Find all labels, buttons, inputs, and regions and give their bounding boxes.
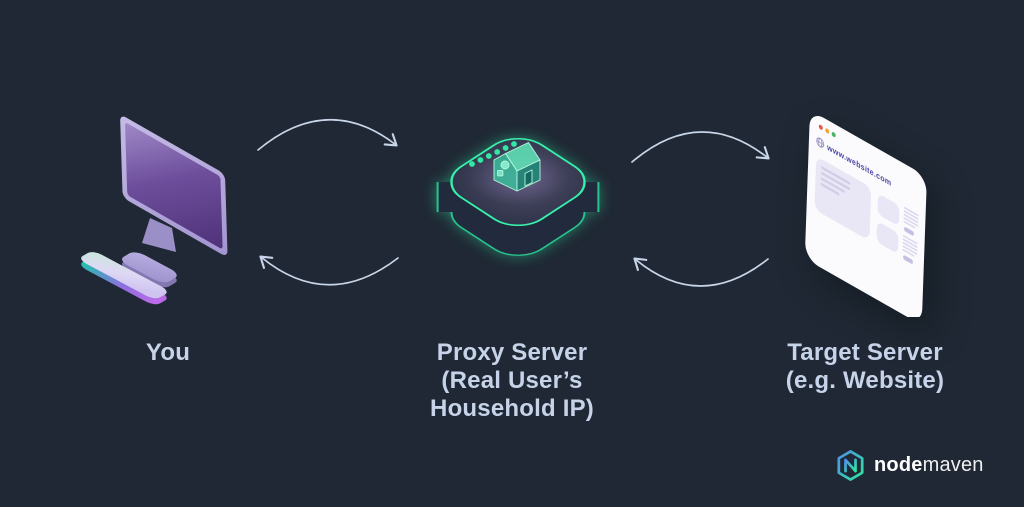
page-content-blocks [814,159,919,264]
label-target-line: (e.g. Website) [785,367,945,394]
label-you: You [78,339,258,367]
globe-icon [816,137,825,148]
logo-wordmark: nodemaven [874,454,984,477]
label-proxy-line: Proxy Server [436,339,588,366]
led-dots [469,141,517,167]
label-proxy: Proxy Server (Real User’s Household IP) [402,339,622,423]
logo-text-node: node [874,454,923,476]
arrow-proxy-to-target [631,131,770,163]
keyboard-icon [81,252,167,305]
label-target: Target Server (e.g. Website) [755,339,975,395]
nodemaven-hexagon-icon [837,450,864,481]
arrow-you-to-proxy [257,118,398,151]
house-icon [493,142,541,192]
label-you-text: You [145,339,191,366]
arrow-target-to-proxy [633,257,769,287]
arrow-proxy-to-you [259,255,399,286]
traffic-light-dots [818,124,836,138]
label-target-line: Target Server [787,339,943,366]
proxy-device-icon [436,137,600,256]
monitor-stand [122,218,177,288]
label-proxy-line: Household IP) [430,395,594,422]
browser-window-icon: www.website.com [805,116,927,317]
monitor-screen [120,116,228,255]
logo-text-maven: maven [922,454,984,476]
label-proxy-line: (Real User’s [441,367,583,394]
desktop-computer-icon [81,116,228,305]
nodemaven-logo: nodemaven [836,449,984,482]
